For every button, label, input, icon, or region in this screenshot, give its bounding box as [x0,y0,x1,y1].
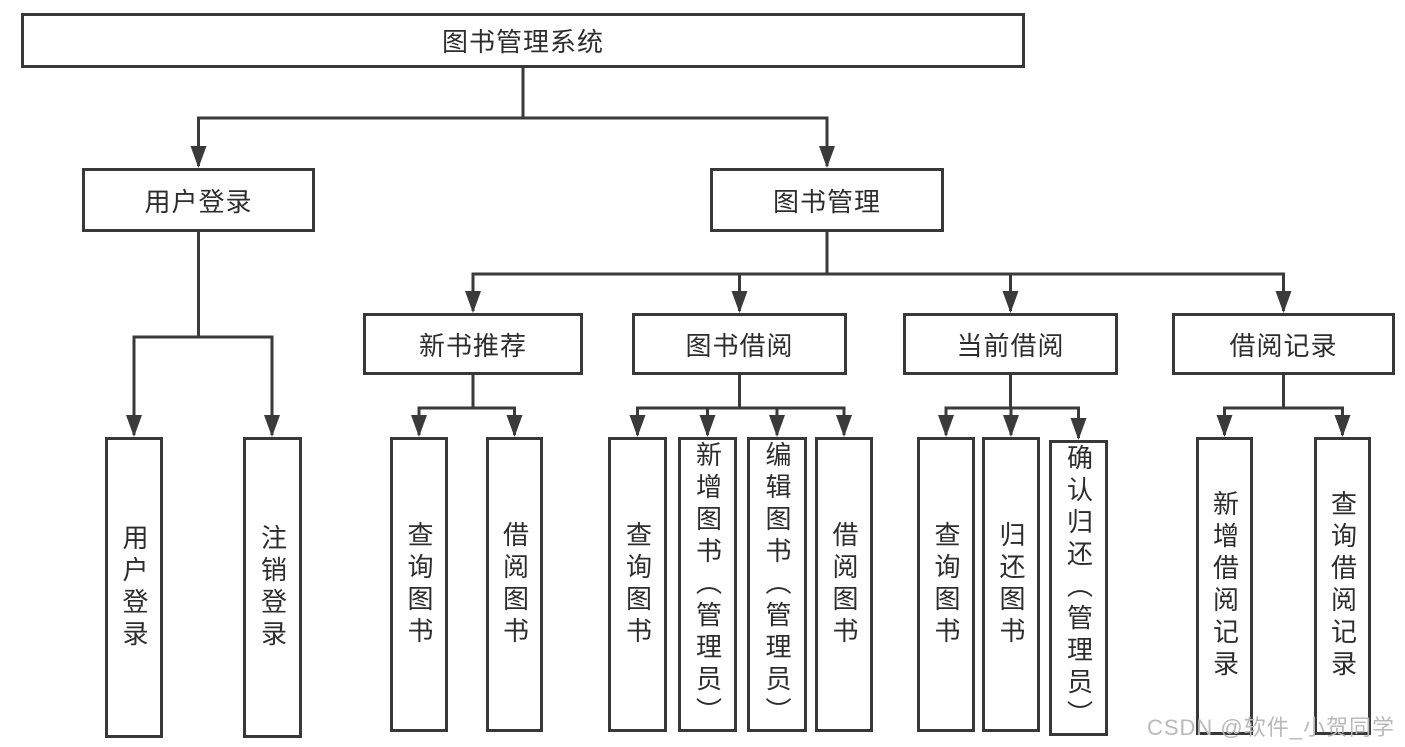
node-borrowing-records: 借阅记录 [1172,313,1395,375]
leaf-newbook-query-books: 查询图书 [390,437,448,732]
leaf-records-add-borrow-record: 新增借阅记录 [1196,437,1253,735]
leaf-newbook-query-books-label: 查询图书 [404,520,434,649]
node-library-management-system-label: 图书管理系统 [441,27,604,57]
leaf-records-query-borrow-record-label: 查询借阅记录 [1327,490,1358,682]
leaf-borrowing-query-books: 查询图书 [608,437,667,732]
node-library-management-system: 图书管理系统 [21,13,1025,68]
node-new-book-recommendation-label: 新书推荐 [418,330,527,361]
leaf-user-login-label: 用户登录 [119,523,149,652]
leaf-borrowing-borrow-books-label: 借阅图书 [829,520,859,649]
node-user-login: 用户登录 [82,168,315,232]
leaf-borrowing-edit-books-admin: 编辑图书（管理员） [747,437,807,732]
leaf-borrowing-borrow-books: 借阅图书 [815,437,873,732]
node-book-borrowing-label: 图书借阅 [685,330,794,361]
node-book-management: 图书管理 [710,168,944,232]
node-current-borrowing: 当前借阅 [903,313,1118,375]
leaf-current-query-books-label: 查询图书 [931,520,961,649]
leaf-user-login: 用户登录 [105,437,163,738]
node-new-book-recommendation: 新书推荐 [363,313,583,375]
leaf-current-query-books: 查询图书 [917,437,975,732]
node-user-login-label: 用户登录 [144,186,253,217]
leaf-records-query-borrow-record: 查询借阅记录 [1314,437,1371,735]
leaf-current-confirm-return-admin: 确认归还（管理员） [1049,440,1108,736]
node-book-borrowing: 图书借阅 [632,313,847,375]
node-borrowing-records-label: 借阅记录 [1229,330,1338,361]
leaf-records-add-borrow-record-label: 新增借阅记录 [1209,490,1240,682]
leaf-borrowing-edit-books-admin-label: 编辑图书（管理员） [762,440,792,729]
leaf-logout-login-label: 注销登录 [257,523,288,652]
leaf-borrowing-add-books-admin: 新增图书（管理员） [678,437,737,732]
leaf-newbook-borrow-books-label: 借阅图书 [499,520,530,649]
node-book-management-label: 图书管理 [772,186,881,217]
leaf-borrowing-add-books-admin-label: 新增图书（管理员） [692,440,723,729]
leaf-current-return-books-label: 归还图书 [996,520,1026,649]
leaf-borrowing-query-books-label: 查询图书 [622,520,653,649]
node-current-borrowing-label: 当前借阅 [956,330,1065,361]
leaf-current-confirm-return-admin-label: 确认归还（管理员） [1063,444,1094,732]
leaf-current-return-books: 归还图书 [982,437,1040,732]
leaf-logout-login: 注销登录 [243,437,302,738]
leaf-newbook-borrow-books: 借阅图书 [486,437,543,732]
arrowheads [126,146,1351,440]
csdn-watermark: CSDN @软件_小贺同学 [1146,715,1395,740]
